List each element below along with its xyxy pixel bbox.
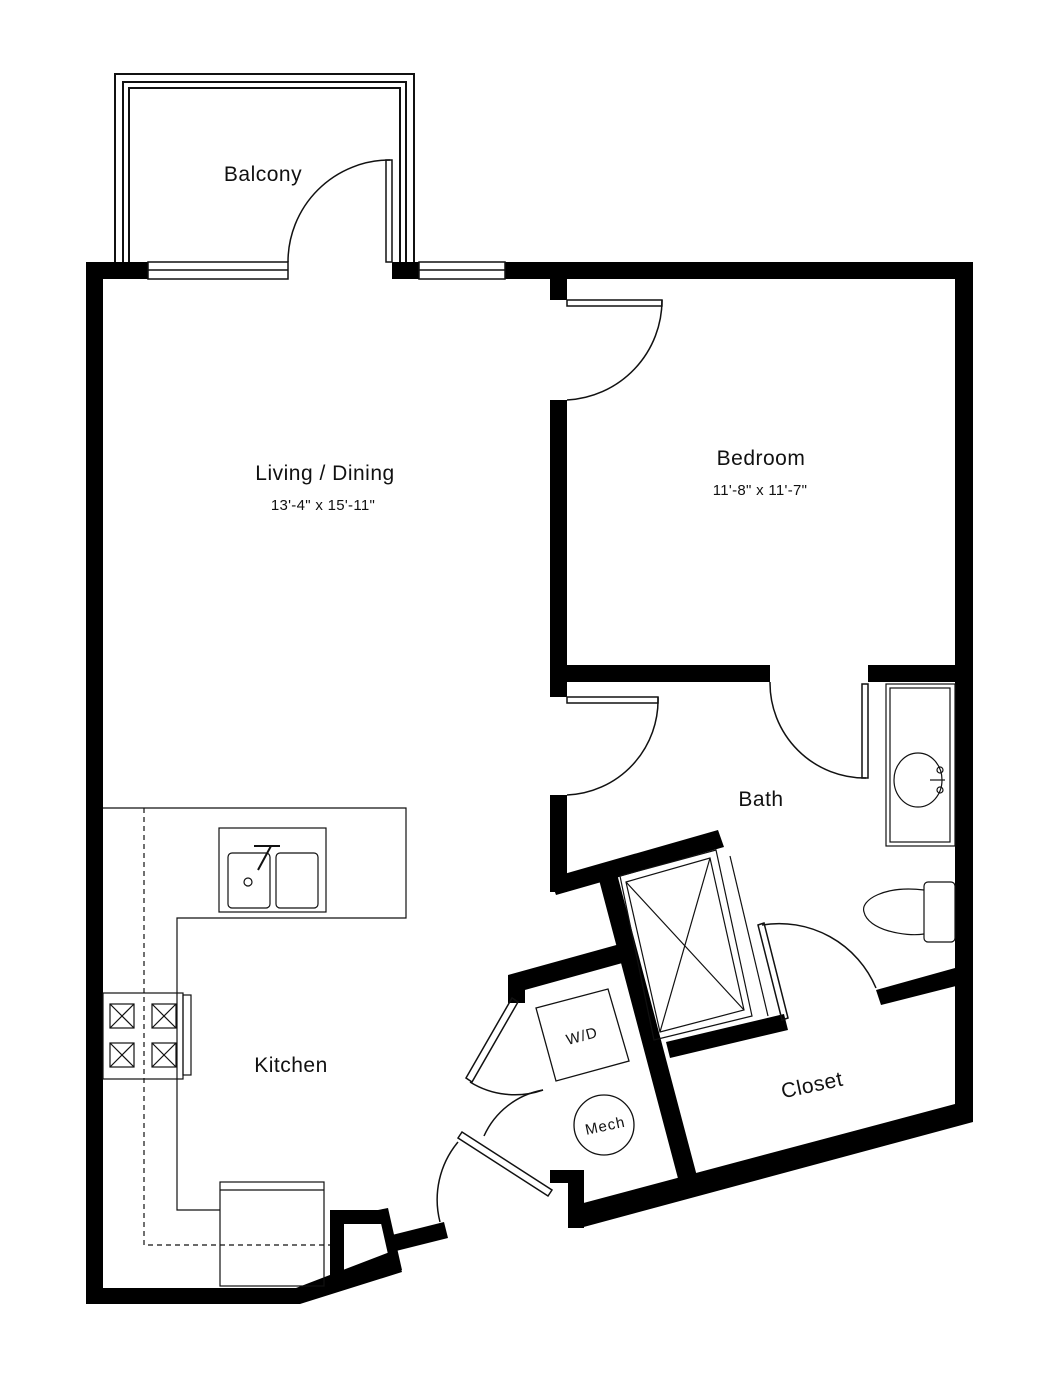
washer-dryer-icon: W/D <box>535 988 630 1082</box>
interior-walls <box>508 279 963 1186</box>
windows <box>147 261 506 280</box>
exterior-walls <box>86 262 973 1304</box>
range-icon <box>102 992 192 1080</box>
living-dining-label: Living / Dining <box>255 462 395 485</box>
balcony-railing <box>114 73 415 262</box>
doors <box>287 159 877 1223</box>
closet-label: Closet <box>779 1068 845 1103</box>
fridge-icon <box>219 1181 325 1287</box>
living-dining-size: 13'-4" x 15'-11" <box>270 497 376 514</box>
mech-icon: Mech <box>573 1094 635 1156</box>
kitchen-label: Kitchen <box>254 1054 328 1077</box>
sink-icon <box>218 827 327 913</box>
bedroom-size: 11'-8" x 11'-7" <box>712 482 808 499</box>
toilet-icon <box>863 881 956 943</box>
vanity-icon <box>885 683 956 847</box>
bath-label: Bath <box>738 788 784 811</box>
bedroom-label: Bedroom <box>716 447 806 470</box>
kitchen-counters <box>103 807 407 1246</box>
shower-icon <box>619 849 769 1041</box>
balcony-label: Balcony <box>223 163 303 186</box>
